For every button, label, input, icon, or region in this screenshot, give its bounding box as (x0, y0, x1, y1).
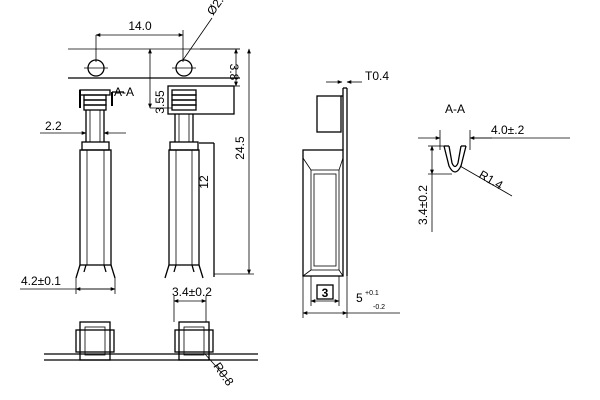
dim-5-lower-tol: -0.2 (373, 304, 385, 311)
terminal-outline (75, 329, 115, 353)
dim-5-label: 5 (356, 291, 363, 305)
foot (198, 264, 204, 279)
terminal-bottom-left (75, 321, 115, 361)
dim-diameter-label: Ø2.20 (204, 0, 234, 18)
section-a-a-view: A-A 4.0±.2 R1.4 3.4±0.2 (416, 102, 570, 232)
crimp-tab (167, 85, 235, 115)
dim-leader (182, 17, 213, 61)
shoulder (81, 141, 110, 151)
dim-3.55-label: 3.55 (153, 90, 167, 114)
side-view: T0.4 3 5 +0.1 -0.2 (302, 69, 400, 318)
body (168, 149, 200, 266)
crimp-band (171, 89, 197, 96)
terminal-left (75, 89, 116, 279)
crimp-profile (316, 95, 342, 133)
crimp-band (171, 104, 197, 111)
foot (83, 264, 87, 273)
dim-12-label: 12 (197, 175, 211, 189)
crimp-band (83, 94, 107, 101)
dim-2.2-label: 2.2 (45, 119, 62, 133)
body-chamfer (338, 157, 344, 171)
dim-5-upper-tol: +0.1 (365, 290, 379, 297)
terminal-outline (79, 321, 111, 361)
foot (103, 264, 107, 273)
terminal-inner (183, 326, 205, 356)
terminal-outline (178, 321, 210, 361)
body (79, 149, 112, 266)
dim-r0.8-label: R0.8 (211, 360, 237, 389)
foot (173, 264, 177, 273)
body-chamfer (302, 269, 312, 277)
shoulder (169, 141, 199, 151)
bottom-view: R0.8 (44, 321, 258, 389)
foot (191, 264, 195, 273)
dim-r1.4-label: R1.4 (477, 167, 506, 192)
body-frame (310, 169, 340, 271)
dim-4.2-label: 4.2±0.1 (21, 274, 61, 288)
dim-24.5-label: 24.5 (233, 136, 247, 160)
front-view: 14.0 Ø2.20 (20, 0, 254, 322)
dim-14-label: 14.0 (128, 19, 152, 33)
dim-4.0-label: 4.0±.2 (491, 123, 525, 137)
body-outer (302, 149, 344, 277)
foot (110, 264, 116, 279)
crimp-band (79, 89, 111, 96)
terminal-outline (174, 329, 214, 353)
section-mark-label: A-A (114, 85, 134, 99)
terminal-inner (84, 326, 106, 356)
u-profile-outer (443, 145, 467, 173)
foot (75, 264, 81, 279)
terminal-bottom-right (174, 321, 214, 361)
crimp-band (171, 94, 197, 101)
dim-3-label: 3 (322, 286, 329, 300)
dim-3.4-label: 3.4±0.2 (172, 285, 212, 299)
dim-leader (459, 165, 513, 197)
crimp-band (83, 104, 107, 111)
body-chamfer (338, 269, 344, 277)
crimp-band (171, 99, 197, 106)
body-chamfer (302, 157, 312, 171)
dim-t0.4-label: T0.4 (365, 69, 389, 83)
body-frame (313, 173, 337, 267)
u-profile-inner (448, 145, 462, 168)
dim-3.8-label: 3.8 (227, 64, 241, 81)
crimp-band (83, 99, 107, 106)
terminal-right (164, 85, 235, 279)
foot (164, 264, 170, 279)
section-title: A-A (445, 102, 465, 116)
dim-3.4-section-label: 3.4±0.2 (416, 185, 430, 225)
dim-leader (204, 353, 229, 381)
dim-3-box (316, 284, 334, 300)
